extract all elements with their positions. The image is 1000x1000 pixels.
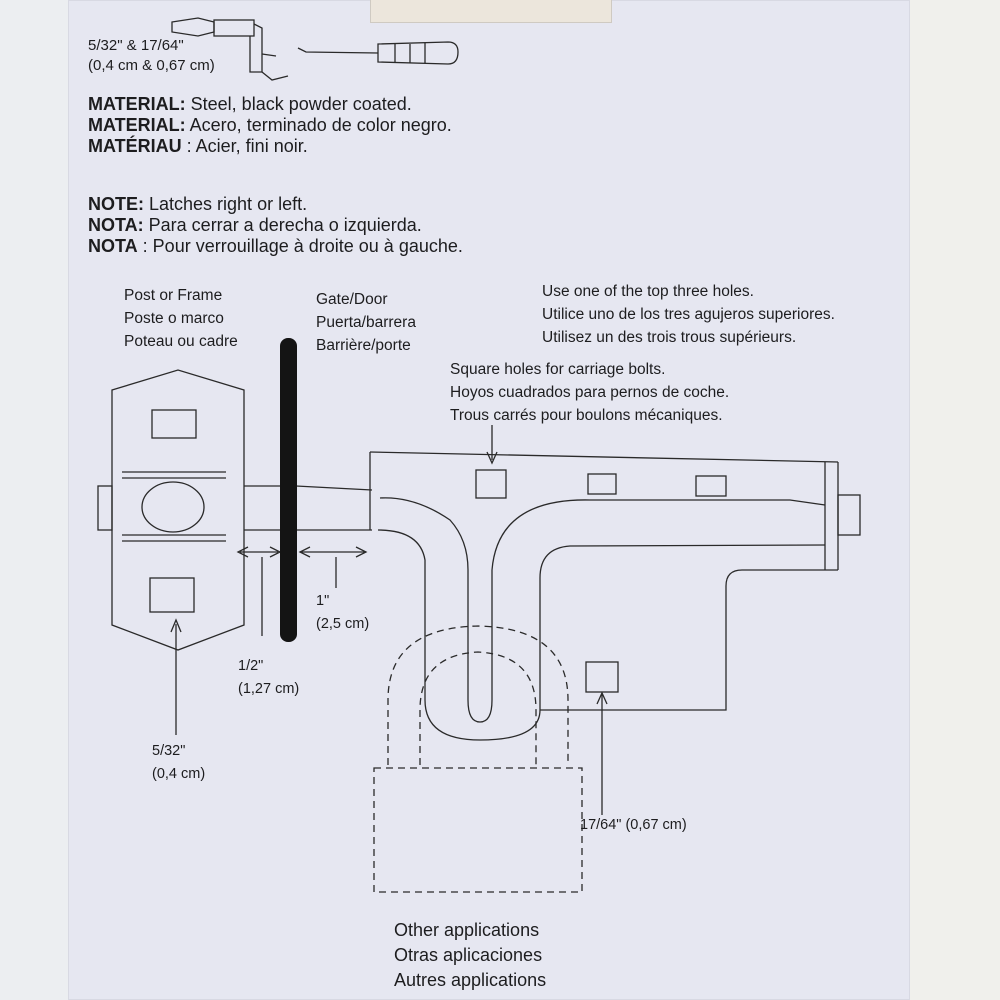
material-block: MATERIAL: Steel, black powder coated. MA… <box>88 94 452 157</box>
gate-door-label: Gate/Door Puerta/barrera Barrière/porte <box>316 291 416 354</box>
note-es: NOTA: Para cerrar a derecha o izquierda. <box>88 215 422 235</box>
bolt-shaft-left <box>244 485 284 531</box>
bolt-shaft-right <box>295 485 373 531</box>
padlock-outline <box>373 625 583 893</box>
other-applications-label: Other applications Otras aplicaciones Au… <box>394 920 547 990</box>
material-es: MATERIAL: Acero, terminado de color negr… <box>88 115 452 135</box>
material-fr: MATÉRIAU : Acier, fini noir. <box>88 136 308 156</box>
measure-half-inch: 1/2" (1,27 cm) <box>238 658 300 697</box>
tool-sizes-line2: (0,4 cm & 0,67 cm) <box>88 57 215 74</box>
latch-body <box>369 451 861 741</box>
background-wall <box>910 0 1000 1000</box>
gate-bar <box>280 338 297 642</box>
post-frame-label: Post or Frame Poste o marco Poteau ou ca… <box>124 287 238 350</box>
note-fr: NOTA : Pour verrouillage à droite ou à g… <box>88 236 463 256</box>
drill-icon <box>171 17 289 81</box>
tool-sizes-line1: 5/32" & 17/64" <box>88 37 184 54</box>
tool-sizes: 5/32" & 17/64" (0,4 cm & 0,67 cm) <box>88 36 215 76</box>
post-plate <box>97 369 245 651</box>
top-holes-label: Use one of the top three holes. Utilice … <box>542 283 835 346</box>
screwdriver-icon <box>297 41 459 65</box>
leader-lines <box>170 425 608 815</box>
note-block: NOTE: Latches right or left. NOTA: Para … <box>88 194 463 257</box>
hang-tab <box>370 0 612 23</box>
material-en: MATERIAL: Steel, black powder coated. <box>88 94 412 114</box>
measure-17-64: 17/64" (0,67 cm) <box>580 817 687 833</box>
measure-5-32: 5/32" (0,4 cm) <box>152 743 206 782</box>
square-holes-label: Square holes for carriage bolts. Hoyos c… <box>450 361 730 424</box>
measure-1-inch: 1" (2,5 cm) <box>316 593 370 632</box>
note-en: NOTE: Latches right or left. <box>88 194 308 214</box>
